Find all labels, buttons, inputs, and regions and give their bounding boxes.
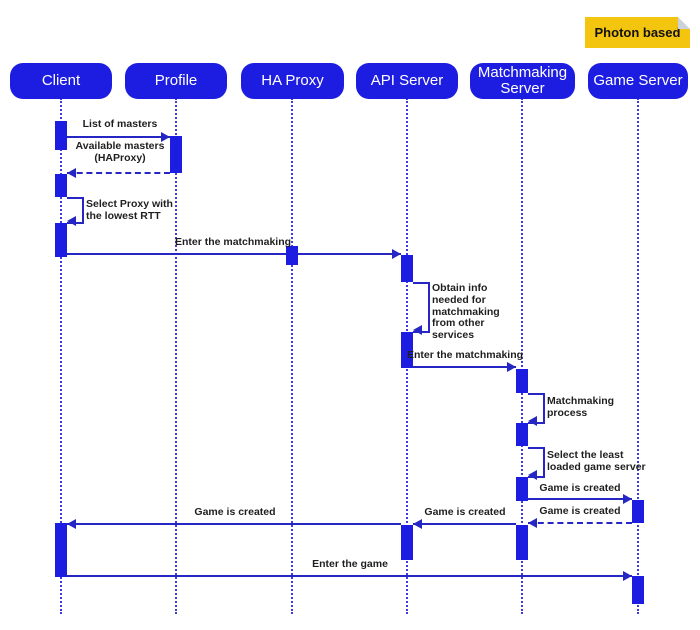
self-message-arrowhead-2	[528, 416, 537, 426]
self-message-label-0: Select Proxy with the lowest RTT	[86, 198, 173, 222]
actor-profile-label: Profile	[154, 72, 198, 90]
activation-api-server	[401, 525, 413, 560]
message-label-0: List of masters	[82, 118, 158, 130]
activation-matchmaking-server	[516, 369, 528, 393]
actor-profile: Profile	[125, 63, 227, 99]
arrowhead-2	[392, 249, 401, 259]
arrowhead-6	[413, 519, 422, 529]
self-message-arrowhead-3	[528, 470, 537, 480]
message-line-2	[67, 253, 401, 255]
activation-client	[55, 523, 67, 577]
activation-api-server	[401, 255, 413, 282]
self-message-label-3: Select the least loaded game server	[547, 449, 646, 473]
message-label-3: Enter the matchmaking	[406, 349, 524, 361]
actor-game-server: Game Server	[588, 63, 688, 99]
arrowhead-1	[67, 168, 76, 178]
self-message-label-2: Matchmaking process	[547, 395, 615, 419]
actor-game-server-label: Game Server	[593, 72, 683, 90]
activation-client	[55, 223, 67, 257]
actor-api-server: API Server	[356, 63, 458, 99]
actor-ha-proxy-label: HA Proxy	[261, 72, 324, 90]
actor-matchmaking-server: Matchmaking Server	[470, 63, 575, 99]
arrowhead-7	[67, 519, 76, 529]
message-line-6	[413, 523, 516, 525]
message-line-7	[67, 523, 401, 525]
message-line-0	[67, 136, 170, 138]
arrowhead-4	[623, 494, 632, 504]
message-line-8	[67, 575, 632, 577]
self-message-label-1: Obtain info needed for matchmaking from …	[432, 282, 500, 341]
message-label-7: Game is created	[194, 506, 276, 518]
message-line-1	[67, 172, 170, 174]
lifeline-game-server	[637, 98, 639, 614]
message-label-1: Available masters (HAProxy)	[75, 140, 165, 164]
photon-note-label: Photon based	[594, 25, 681, 40]
arrowhead-8	[623, 571, 632, 581]
activation-matchmaking-server	[516, 525, 528, 560]
message-line-5	[528, 522, 632, 524]
message-label-4: Game is created	[539, 482, 621, 494]
message-label-2: Enter the matchmaking	[174, 236, 292, 248]
message-label-8: Enter the game	[312, 558, 388, 570]
actor-ha-proxy: HA Proxy	[241, 63, 344, 99]
activation-api-server	[401, 332, 413, 368]
message-line-4	[528, 498, 632, 500]
activation-client	[55, 174, 67, 197]
message-line-3	[413, 366, 516, 368]
activation-matchmaking-server	[516, 423, 528, 446]
message-label-5: Game is created	[539, 505, 621, 517]
message-label-6: Game is created	[424, 506, 506, 518]
lifeline-matchmaking-server	[521, 98, 523, 614]
activation-profile	[170, 136, 182, 173]
actor-matchmaking-server-label: Matchmaking Server	[477, 64, 568, 97]
activation-game-server	[632, 576, 644, 604]
lifeline-ha-proxy	[291, 98, 293, 614]
actor-client: Client	[10, 63, 112, 99]
arrowhead-0	[161, 132, 170, 142]
self-message-arrowhead-0	[67, 216, 76, 226]
actor-api-server-label: API Server	[370, 72, 444, 90]
lifeline-profile	[175, 98, 177, 614]
lifeline-client	[60, 98, 62, 614]
note-fold-corner-icon	[678, 17, 690, 29]
arrowhead-3	[507, 362, 516, 372]
arrowhead-5	[528, 518, 537, 528]
self-message-arrowhead-1	[413, 325, 422, 335]
activation-matchmaking-server	[516, 477, 528, 501]
activation-game-server	[632, 500, 644, 523]
photon-note: Photon based	[585, 17, 690, 48]
activation-ha-proxy	[286, 246, 298, 265]
activation-client	[55, 121, 67, 150]
actor-client-label: Client	[41, 72, 81, 90]
